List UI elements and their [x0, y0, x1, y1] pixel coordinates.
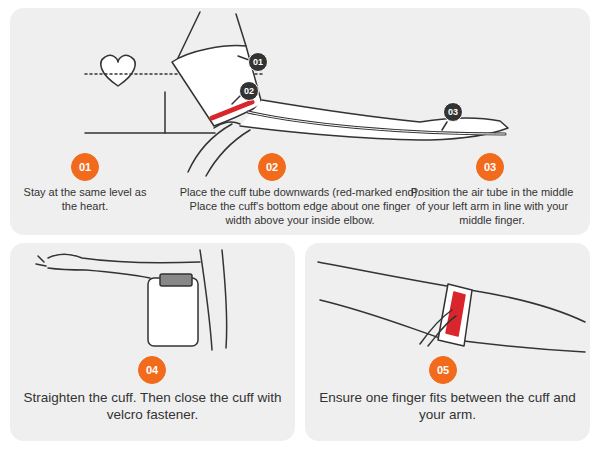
right-illustration [318, 262, 585, 352]
step-number: 01 [71, 153, 99, 181]
callout-number: 01 [248, 52, 268, 72]
step-description: Ensure one finger fits between the cuff … [315, 390, 580, 424]
top-illustration [85, 12, 508, 176]
torso [200, 250, 212, 350]
step-description: Stay at the same level as the heart. [18, 186, 152, 214]
number-text: 03 [448, 107, 458, 117]
number-text: 02 [266, 161, 278, 173]
step-description: Position the air tube in the middle of y… [410, 186, 574, 227]
forearm [240, 100, 508, 140]
step-number: 03 [476, 153, 504, 181]
step-number: 04 [138, 356, 166, 384]
callout-number: 03 [443, 102, 463, 122]
upper-arm [236, 14, 246, 46]
outstretched-arm [48, 254, 200, 263]
step-number: 02 [258, 153, 286, 181]
helping-finger [214, 122, 240, 128]
callout-number: 02 [239, 81, 259, 101]
finger [420, 310, 452, 344]
left-panel [10, 243, 295, 441]
step-description: Place the cuff tube downwards (red-marke… [178, 186, 422, 227]
number-text: 04 [146, 364, 158, 376]
cuff [438, 284, 472, 346]
cuff [148, 278, 198, 346]
leader-line [442, 122, 447, 130]
left-illustration [36, 250, 227, 350]
helping-hand [188, 124, 232, 172]
leader-line [232, 96, 240, 104]
number-text: 05 [437, 364, 449, 376]
step-number: 05 [429, 356, 457, 384]
helping-hand [206, 130, 250, 176]
number-text: 03 [484, 161, 496, 173]
number-text: 02 [244, 86, 254, 96]
right-panel [305, 243, 590, 441]
step-description: Straighten the cuff. Then close the cuff… [20, 390, 285, 424]
cuff-red-mark [446, 292, 465, 336]
table-leg [164, 92, 166, 133]
heart-icon [101, 55, 135, 86]
hand [36, 256, 46, 266]
number-text: 01 [253, 57, 263, 67]
finger [428, 316, 456, 346]
air-tube-core [248, 112, 505, 134]
air-tube [248, 112, 505, 134]
top-panel [10, 8, 590, 235]
table-line [85, 132, 215, 134]
outstretched-arm [48, 268, 150, 278]
number-text: 01 [79, 161, 91, 173]
torso [222, 250, 227, 348]
velcro-strip [160, 274, 192, 286]
